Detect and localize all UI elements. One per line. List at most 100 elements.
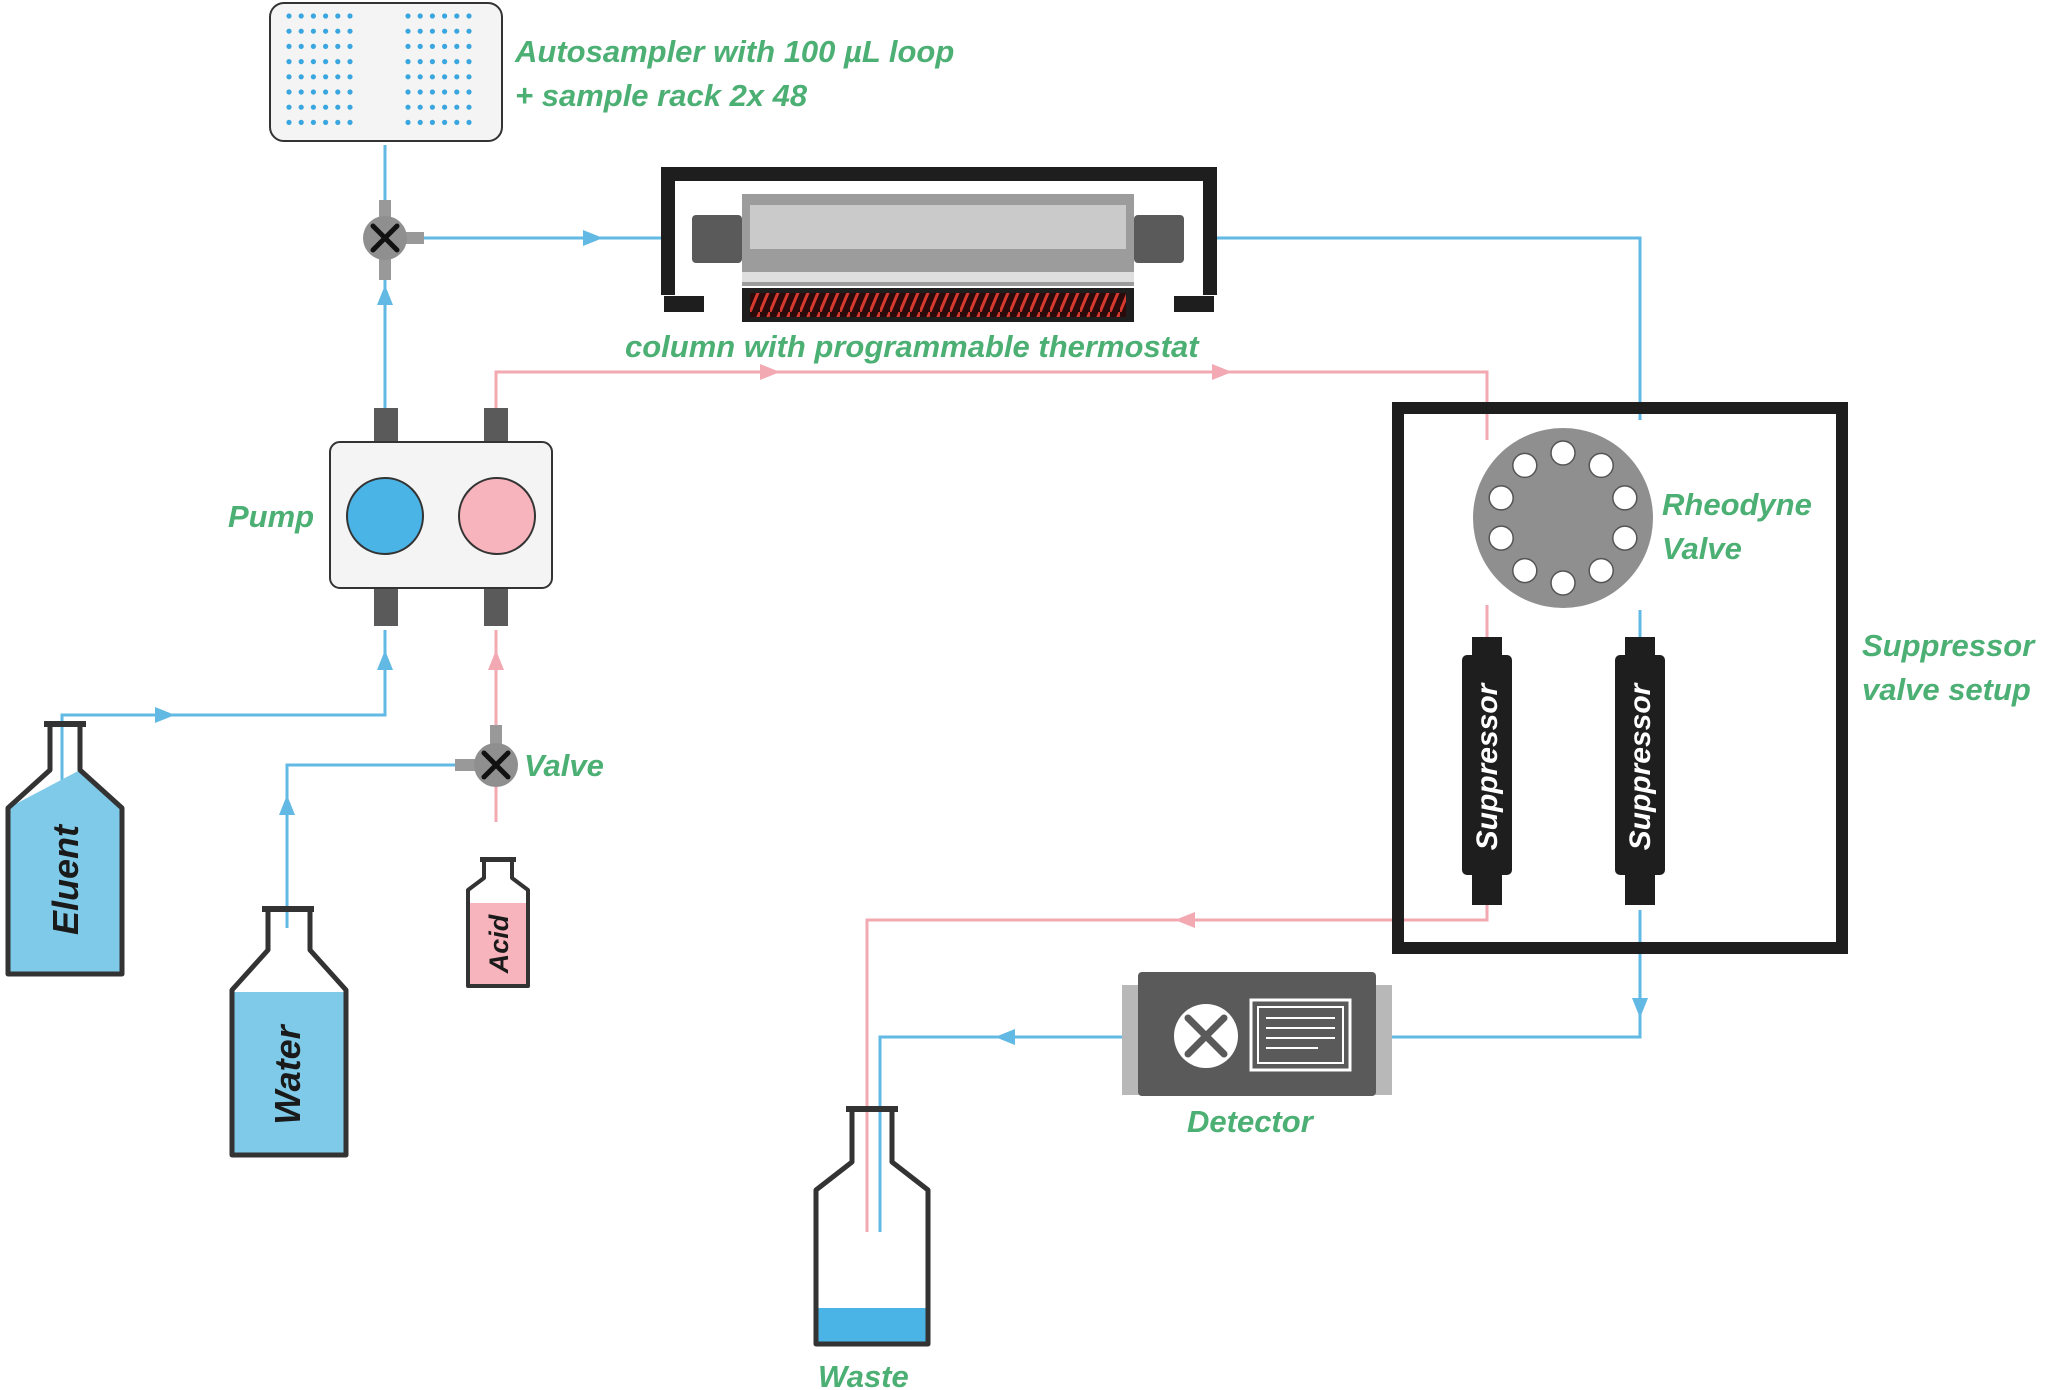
sample-well — [298, 104, 304, 110]
acid-label: Acid — [484, 914, 514, 974]
sample-well — [405, 89, 411, 95]
tubing-dot — [878, 1194, 882, 1197]
sample-well — [323, 13, 329, 19]
sample-well — [417, 74, 423, 80]
tubing-dot — [878, 1201, 882, 1204]
sample-well — [405, 13, 411, 19]
pink-flow-arrows — [488, 364, 1232, 928]
waste-bottle — [813, 1106, 931, 1347]
sample-well — [335, 74, 341, 80]
pink-tubing — [494, 370, 1489, 1228]
column-thermostat — [661, 167, 1217, 322]
sample-well — [335, 13, 341, 19]
sample-well — [429, 74, 435, 80]
sample-well — [454, 43, 460, 50]
eluent-bottle — [5, 721, 125, 977]
sample-well — [429, 59, 435, 65]
sample-well — [286, 59, 292, 65]
sample-well — [442, 89, 448, 95]
sample-well — [323, 28, 329, 34]
tubing-dot — [865, 1173, 869, 1176]
sample-well — [417, 59, 423, 65]
sample-well — [442, 59, 448, 65]
sample-well — [454, 59, 460, 65]
sample-well — [310, 59, 316, 65]
waste-label: Waste — [818, 1359, 909, 1390]
valve-port — [1512, 452, 1538, 479]
sample-well — [454, 89, 460, 95]
tubing-dot — [865, 1201, 869, 1204]
rheodyne-label-line1: Rheodyne — [1662, 487, 1812, 522]
sample-well — [417, 104, 423, 110]
valve-port — [1612, 525, 1638, 551]
column-label: column with programmable thermostat — [625, 329, 1200, 364]
sample-well — [286, 13, 292, 19]
blue-flow-arrows — [155, 230, 1648, 1045]
tubing-dot — [865, 1222, 869, 1225]
sample-well — [429, 104, 435, 110]
sample-well — [286, 28, 292, 34]
tubing-dot — [878, 1173, 882, 1176]
sample-well — [347, 119, 353, 125]
suppressor-right-label: Suppressor — [1624, 681, 1657, 850]
sample-well — [323, 119, 329, 125]
sample-well — [310, 43, 316, 50]
valve-port — [1588, 557, 1614, 584]
sample-well — [466, 13, 472, 19]
autosampler-label-line2: + sample rack 2x 48 — [515, 78, 808, 113]
sample-well — [286, 119, 292, 125]
sample-well — [442, 74, 448, 80]
acid-bottle — [466, 857, 530, 988]
sample-well — [347, 13, 353, 19]
sample-rack-left — [286, 13, 353, 125]
sample-well — [466, 104, 472, 110]
tubing-dot — [878, 1222, 882, 1225]
sample-well — [405, 119, 411, 125]
detector-label: Detector — [1187, 1104, 1315, 1139]
sample-well — [298, 59, 304, 65]
sample-well — [335, 104, 341, 110]
sample-well — [454, 119, 460, 125]
sample-well — [347, 104, 353, 110]
sample-well — [429, 119, 435, 125]
sample-well — [347, 28, 353, 34]
sample-well — [298, 74, 304, 80]
valve-port — [1550, 440, 1576, 466]
sample-well — [466, 119, 472, 125]
tubing-dot — [878, 1166, 882, 1169]
sample-well — [405, 43, 411, 50]
sample-well — [454, 13, 460, 19]
sample-well — [417, 89, 423, 95]
sample-well — [310, 13, 316, 19]
sample-well — [466, 43, 472, 50]
sample-well — [347, 74, 353, 80]
sample-well — [335, 59, 341, 65]
rheodyne-valve — [1473, 428, 1653, 608]
sample-well — [454, 28, 460, 34]
sample-well — [286, 89, 292, 95]
sample-well — [335, 43, 341, 50]
valve-port — [1488, 525, 1514, 551]
pump-label: Pump — [228, 499, 314, 534]
sample-well — [310, 28, 316, 34]
sample-well — [335, 89, 341, 95]
sample-well — [466, 28, 472, 34]
water-label: Water — [267, 1023, 308, 1124]
tubing-dot — [865, 1208, 869, 1211]
sample-well — [442, 119, 448, 125]
sample-well — [335, 119, 341, 125]
suppressor-left-label: Suppressor — [1471, 681, 1504, 850]
water-bottle — [229, 906, 349, 1158]
sample-well — [347, 89, 353, 95]
tubing-dot — [865, 1215, 869, 1218]
sample-well — [310, 119, 316, 125]
sample-well — [466, 89, 472, 95]
valve-port — [1488, 485, 1514, 511]
sample-well — [429, 13, 435, 19]
tubing-dot — [865, 1187, 869, 1190]
tubing-dot — [865, 1180, 869, 1183]
rheodyne-label-line2: Valve — [1662, 531, 1742, 566]
sample-well — [466, 59, 472, 65]
sample-well — [298, 13, 304, 19]
